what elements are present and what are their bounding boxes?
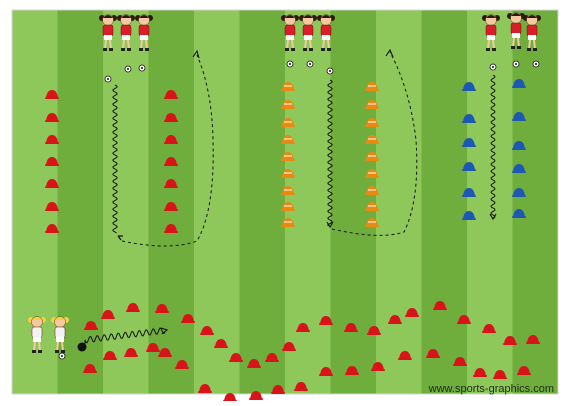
ball — [513, 61, 519, 67]
field-stripe — [149, 10, 195, 394]
ball — [125, 66, 131, 72]
ball — [287, 61, 293, 67]
field-stripe — [240, 10, 286, 394]
ball — [327, 68, 333, 74]
field-stripe — [285, 10, 331, 394]
ball — [59, 353, 65, 359]
field-stripes — [12, 10, 559, 394]
field-stripe — [422, 10, 468, 394]
field-stripe — [376, 10, 422, 394]
watermark: www.sports-graphics.com — [429, 383, 554, 395]
field-stripe — [331, 10, 377, 394]
ball — [105, 76, 111, 82]
ball — [139, 65, 145, 71]
field-stripe — [194, 10, 240, 394]
ball-start-marker — [78, 343, 87, 352]
ball — [307, 61, 313, 67]
ball — [533, 61, 539, 67]
ball — [490, 64, 496, 70]
